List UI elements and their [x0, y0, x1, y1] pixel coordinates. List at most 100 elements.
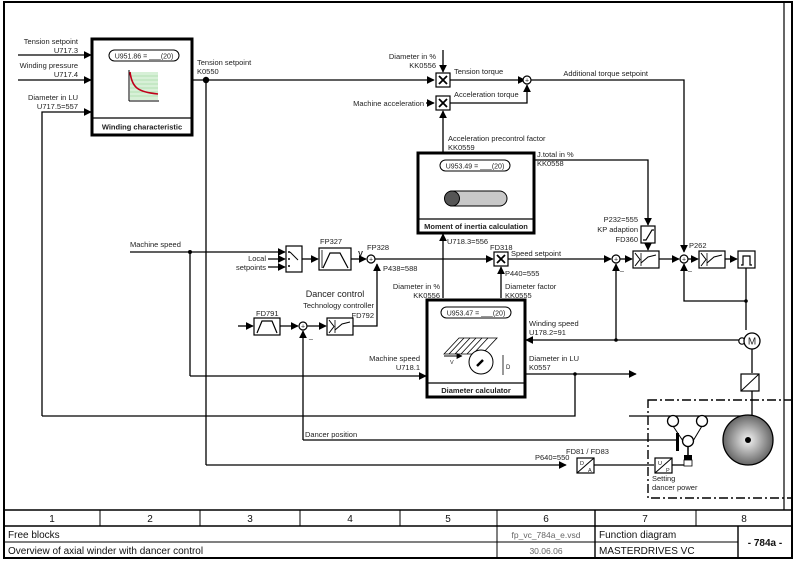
diameter-lu-out-label: Diameter in LU — [529, 354, 579, 363]
tension-torque-label: Tension torque — [454, 67, 503, 76]
diameter-factor-label: Diameter factor — [505, 282, 557, 291]
kp-adaption-label: KP adaption — [597, 225, 638, 234]
summing-point-dancer: + — [298, 321, 308, 331]
winding-characteristic-block[interactable]: U951.86 = ___(20) Winding characteristic — [90, 37, 194, 137]
speed-controller-block — [632, 250, 660, 269]
up-converter-icon: U P — [654, 457, 673, 474]
column-2: 2 — [147, 514, 153, 525]
additional-torque-label: Additional torque setpoint — [563, 69, 649, 78]
multiplier-fd318 — [493, 251, 509, 267]
accel-precontrol-label: Acceleration precontrol factor — [448, 134, 546, 143]
p438-label: P438=588 — [383, 264, 417, 273]
column-6: 6 — [543, 514, 549, 525]
minus-sign: _ — [619, 265, 624, 272]
multiplier-acceleration — [435, 95, 451, 111]
diameter-lu-label: Diameter in LU — [28, 93, 78, 102]
tension-setpoint-out-label: Tension setpoint — [197, 58, 252, 67]
roller-icon — [444, 190, 508, 207]
current-controller-block — [698, 250, 726, 269]
diameter-pct-mid-param: KK0556 — [413, 291, 440, 300]
doc-type-text: Function diagram — [599, 530, 676, 541]
v-label: V — [358, 249, 363, 258]
multiplier-tension — [435, 72, 451, 88]
setting-label-2: dancer power — [652, 483, 698, 492]
converter-icon — [740, 373, 760, 392]
inertia-param: U953.49 = ___(20) — [446, 164, 505, 171]
p232-label: P232=555 — [604, 215, 638, 224]
speed-setpoint-label: Speed setpoint — [511, 249, 562, 258]
fd318-label: FD318 — [490, 243, 513, 252]
column-1: 1 — [49, 514, 55, 525]
summing-point-fp328: + — [366, 254, 376, 264]
p640-label: P640=550 — [535, 453, 569, 462]
diameter-lu-param: U717.5=557 — [37, 102, 78, 111]
winding-speed-param: U178.2=91 — [529, 328, 566, 337]
winding-curve-icon — [128, 70, 159, 102]
machine-speed-in-param: U718.1 — [396, 363, 420, 372]
description-text: Overview of axial winder with dancer con… — [8, 546, 203, 557]
j-total-label: J.total in % — [537, 150, 574, 159]
dancer-rollers-icon — [666, 414, 709, 467]
up-u-label: U — [658, 461, 662, 467]
d-dim-label: D — [506, 365, 511, 371]
title-block: 1 2 3 4 5 6 7 8 Free blocks Overview of … — [4, 509, 792, 558]
sheet-number: - 784a - — [748, 538, 782, 549]
winding-pressure-label: Winding pressure — [20, 61, 78, 70]
column-5: 5 — [445, 514, 451, 525]
fd792-label: FD792 — [351, 311, 374, 320]
category-text: Free blocks — [8, 530, 60, 541]
diameter-factor-param: KK0555 — [505, 291, 532, 300]
svg-text:+: + — [682, 257, 686, 264]
winding-reel-icon — [722, 414, 774, 466]
setting-label-1: Setting — [652, 474, 675, 483]
column-8: 8 — [741, 514, 747, 525]
j-total-param: KK0558 — [537, 159, 564, 168]
winding-char-param: U951.86 = ___(20) — [115, 54, 174, 61]
diameter-lu-out-param: K0557 — [529, 363, 551, 372]
product-text: MASTERDRIVES VC — [599, 546, 695, 557]
winding-char-title: Winding characteristic — [102, 123, 182, 132]
da-d-label: D — [580, 461, 584, 467]
machine-acceleration-label: Machine acceleration — [353, 99, 424, 108]
diameter-title: Diameter calculator — [441, 386, 511, 395]
date-text: 30.06.06 — [529, 546, 562, 556]
fp328-label: FP328 — [367, 243, 389, 252]
p440-label: P440=555 — [505, 269, 539, 278]
fd791-label: FD791 — [256, 309, 279, 318]
da-a-label: A — [588, 468, 592, 474]
fp327-label: FP327 — [320, 237, 342, 246]
file-name-text: fp_vc_784a_e.vsd — [512, 530, 581, 540]
diameter-calculator-block[interactable]: U953.47 = ___(20) V D Diameter calculato… — [425, 298, 527, 399]
fd360-label: FD360 — [615, 235, 638, 244]
local-setpoints-label-2: setpoints — [236, 263, 266, 272]
accel-precontrol-param: KK0559 — [448, 143, 475, 152]
minus-sign: _ — [308, 333, 313, 340]
diameter-lu-feedback-wire — [41, 108, 92, 416]
summing-point-torque: + — [522, 75, 532, 85]
winding-speed-label: Winding speed — [529, 319, 579, 328]
column-7: 7 — [642, 514, 648, 525]
page-border — [3, 1, 793, 559]
inertia-calculation-block[interactable]: U953.49 = ___(20) Moment of inertia calc… — [416, 151, 536, 235]
diameter-pct-top-param: KK0556 — [409, 61, 436, 70]
machine-speed-in-label: Machine speed — [369, 354, 420, 363]
motor-label: M — [748, 337, 756, 348]
dancer-position-label: Dancer position — [305, 430, 357, 439]
u718-3-label: U718.3=556 — [447, 237, 488, 246]
technology-controller-label: Technology controller — [303, 301, 374, 310]
da-converter-icon: D A — [576, 457, 595, 474]
v-dim-label: V — [450, 360, 454, 366]
inertia-title: Moment of inertia calculation — [424, 222, 528, 231]
diameter-pct-mid-label: Diameter in % — [393, 282, 440, 291]
svg-text:+: + — [301, 324, 305, 331]
summing-point-torque-2: + — [679, 254, 689, 264]
gating-unit-block — [737, 250, 756, 269]
minus-sign: _ — [687, 265, 692, 272]
tension-setpoint-out-param: K0550 — [197, 67, 219, 76]
svg-text:+: + — [525, 78, 529, 85]
ramp-generator-fp327 — [318, 247, 352, 271]
p262-label: P262 — [689, 241, 707, 250]
tension-setpoint-param: U717.3 — [54, 46, 78, 55]
winding-reel-icon: V D — [443, 337, 511, 375]
setpoint-selector-switch — [285, 245, 303, 273]
